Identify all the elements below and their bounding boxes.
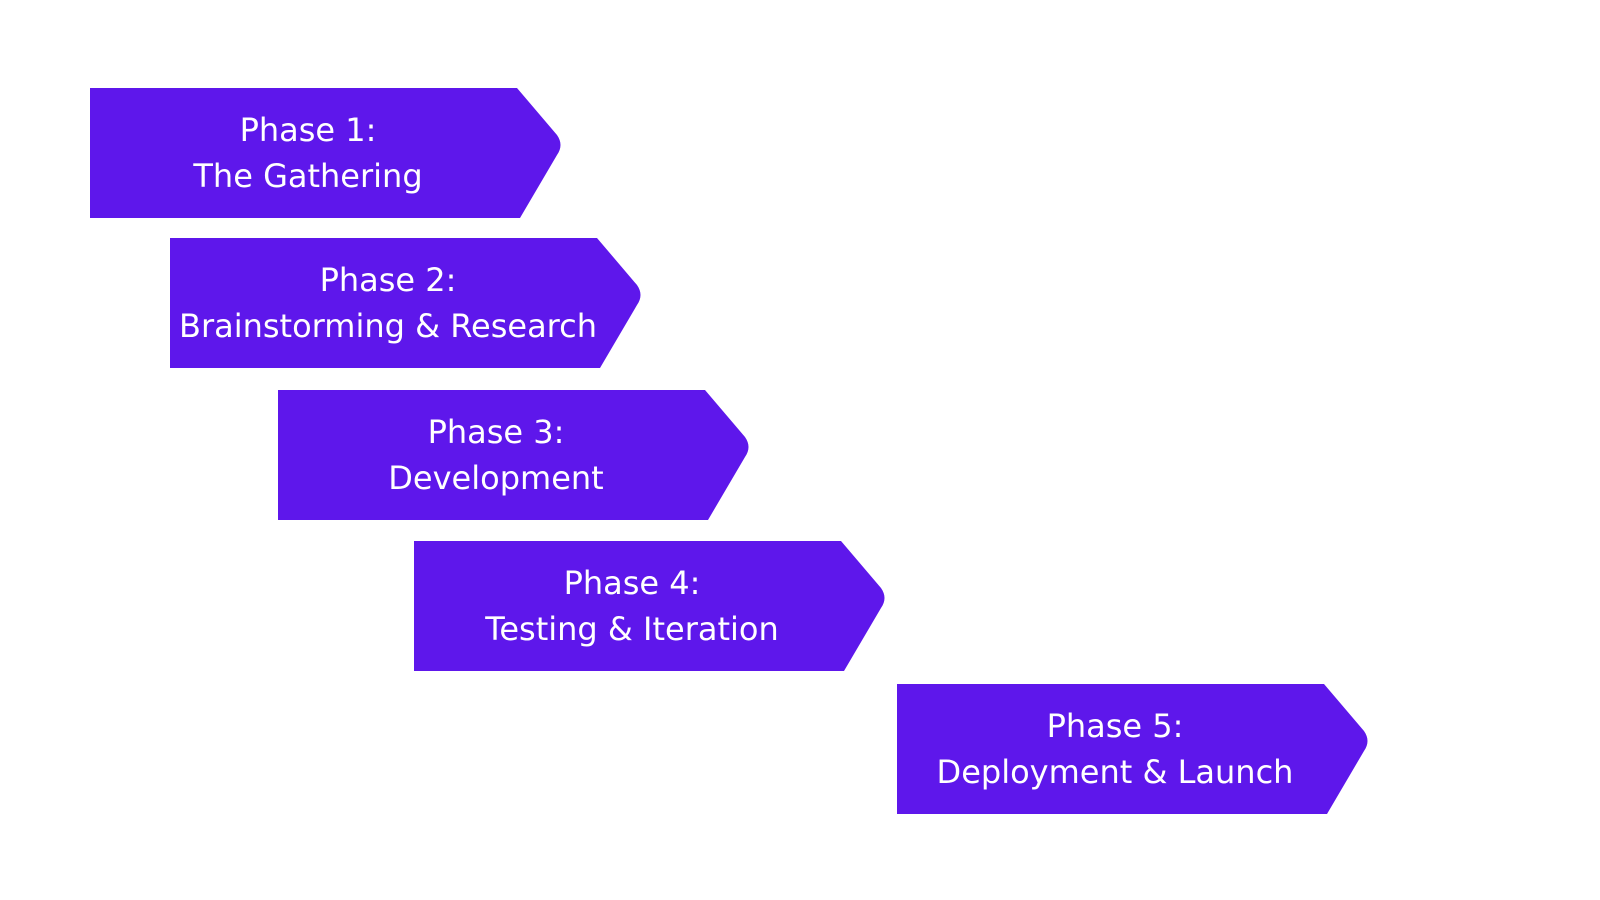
phase-2-title: Phase 2: <box>319 261 457 299</box>
phase-5-arrow-shape <box>897 684 1368 814</box>
phase-1-arrow: Phase 1: The Gathering <box>90 88 561 218</box>
phase-1-name: The Gathering <box>193 157 423 195</box>
phase-3-title: Phase 3: <box>427 413 565 451</box>
phase-2-arrow-shape <box>170 238 641 368</box>
phase-1-title: Phase 1: <box>239 111 377 149</box>
phase-2-label: Phase 2: Brainstorming & Research <box>170 238 606 368</box>
phase-5-title: Phase 5: <box>1046 707 1184 745</box>
phase-5-label: Phase 5: Deployment & Launch <box>897 684 1333 814</box>
phase-4-title: Phase 4: <box>563 564 701 602</box>
phase-4-name: Testing & Iteration <box>485 610 779 648</box>
phase-3-arrow: Phase 3: Development <box>278 390 749 520</box>
phase-5-name: Deployment & Launch <box>936 753 1294 791</box>
phase-3-label: Phase 3: Development <box>278 390 714 520</box>
phase-3-arrow-shape <box>278 390 749 520</box>
phase-3-name: Development <box>388 459 604 497</box>
phase-5-arrow: Phase 5: Deployment & Launch <box>897 684 1368 814</box>
phase-1-arrow-shape <box>90 88 561 218</box>
phase-2-arrow: Phase 2: Brainstorming & Research <box>170 238 641 368</box>
phase-4-arrow: Phase 4: Testing & Iteration <box>414 541 885 671</box>
phase-1-label: Phase 1: The Gathering <box>90 88 526 218</box>
phase-4-arrow-shape <box>414 541 885 671</box>
phase-2-name: Brainstorming & Research <box>178 307 597 345</box>
phase-4-label: Phase 4: Testing & Iteration <box>414 541 850 671</box>
